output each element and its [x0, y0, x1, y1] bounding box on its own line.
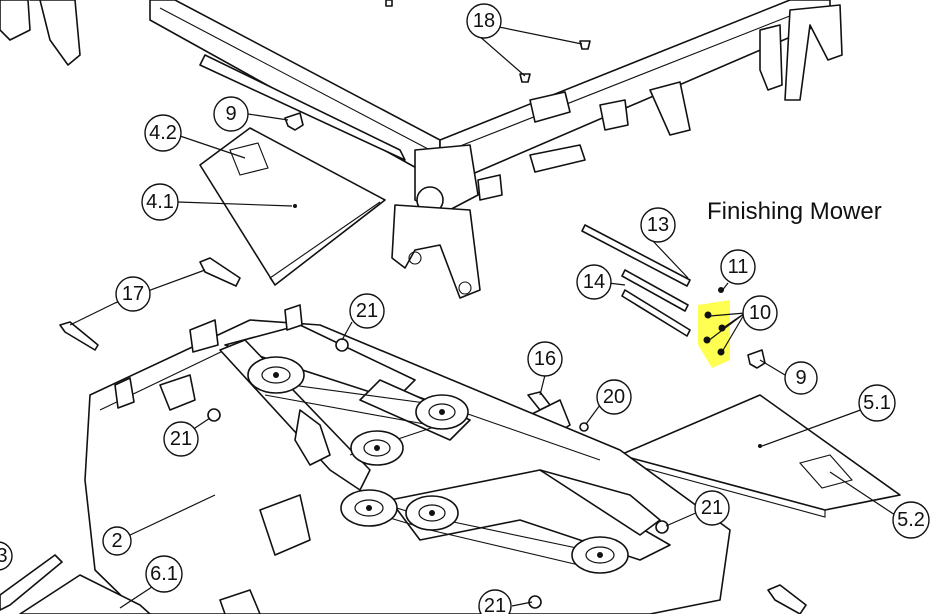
- callout-label: 16: [534, 348, 556, 370]
- callout-4-2: 4.2: [144, 114, 182, 152]
- callout-label: 10: [749, 302, 771, 324]
- callout-label: 9: [225, 103, 236, 125]
- callout-20: 20: [596, 379, 632, 415]
- callout-label: 14: [583, 271, 605, 293]
- pulley: [340, 489, 398, 527]
- callout-5-2: 5.2: [892, 501, 930, 539]
- pulley: [415, 394, 469, 430]
- callout-label: 21: [484, 595, 506, 614]
- callout-14: 14: [576, 264, 612, 300]
- callout-10: 10: [742, 295, 778, 331]
- bolts-18: [385, 0, 591, 83]
- callout-label: 4.1: [146, 191, 174, 213]
- callout-label: 11: [728, 256, 749, 278]
- parts-3-6-1: [0, 554, 261, 614]
- pulley: [405, 495, 459, 531]
- callout-label: 3: [0, 545, 8, 567]
- clip-9-top: [284, 112, 304, 131]
- callout-4-1: 4.1: [141, 183, 179, 221]
- callout-17: 17: [115, 276, 151, 312]
- leader-lines: [69, 26, 896, 609]
- callout-6-1: 6.1: [145, 555, 183, 593]
- callout-label: 13: [647, 214, 669, 236]
- bolts-17: [59, 257, 241, 351]
- callout-label: 20: [603, 386, 625, 408]
- cover-panel-4-1: [199, 127, 386, 286]
- callout-21-right: 21: [694, 490, 730, 526]
- callout-13: 13: [640, 207, 676, 243]
- hitch-frame: [0, 0, 843, 299]
- diagram-caption: Finishing Mower: [707, 198, 882, 225]
- callout-label: 6.1: [150, 563, 178, 585]
- clip-9-right: [747, 349, 766, 369]
- pulley: [350, 430, 404, 466]
- rods-13-14: [581, 224, 691, 337]
- callout-label: 5.1: [863, 392, 891, 414]
- bolt-bottom-right: [767, 584, 807, 614]
- callout-21-bottom: 21: [478, 589, 512, 614]
- callout-label: 21: [170, 428, 192, 450]
- callout-3: 3: [0, 541, 13, 571]
- mower-deck: [84, 304, 731, 614]
- callout-label: 4.2: [149, 122, 177, 144]
- callout-label: 18: [473, 10, 495, 32]
- callout-9-right: 9: [784, 361, 818, 395]
- callout-2: 2: [102, 526, 132, 556]
- callout-5-1: 5.1: [858, 384, 896, 422]
- callout-label: 2: [111, 530, 122, 552]
- callout-label: 9: [795, 367, 806, 389]
- callout-label: 5.2: [897, 509, 925, 531]
- callout-label: 17: [122, 283, 144, 305]
- callout-16: 16: [527, 341, 563, 377]
- callout-21-left: 21: [163, 421, 199, 457]
- callout-18: 18: [466, 3, 502, 39]
- callout-11: 11: [720, 249, 756, 285]
- callout-9-top: 9: [213, 96, 249, 132]
- callout-label: 21: [356, 300, 378, 322]
- callout-21-top: 21: [349, 293, 385, 329]
- pulley: [571, 536, 629, 574]
- callout-label: 21: [701, 497, 723, 519]
- pulley: [247, 356, 305, 394]
